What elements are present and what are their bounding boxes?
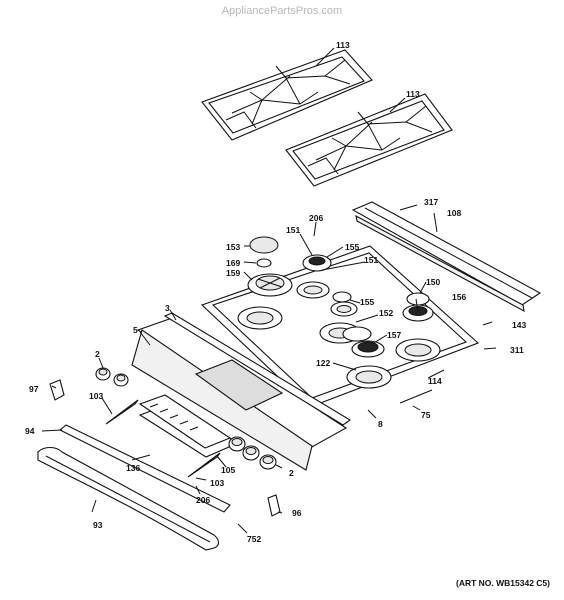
rod-75[interactable] — [399, 389, 433, 404]
knob-right-1[interactable] — [228, 436, 246, 452]
callout-317: 317 — [424, 197, 438, 207]
callout-151-top: 151 — [286, 225, 300, 235]
callout-103-upper: 103 — [89, 391, 103, 401]
trim-strip-3[interactable] — [163, 312, 352, 426]
grate-right[interactable] — [285, 93, 453, 187]
burner-cap-153[interactable] — [249, 236, 279, 254]
callout-3: 3 — [165, 303, 170, 313]
knob-right-2[interactable] — [242, 445, 260, 461]
callout-206-top: 206 — [309, 213, 323, 223]
callout-155-top: 155 — [345, 242, 359, 252]
callout-311: 311 — [510, 345, 524, 355]
leader-lines — [41, 47, 497, 534]
touch-panel[interactable] — [138, 394, 232, 449]
knob-left-1[interactable] — [95, 367, 111, 381]
burner-center-rear[interactable] — [296, 281, 330, 299]
burner-head-169[interactable] — [256, 258, 272, 268]
callout-169: 169 — [226, 258, 240, 268]
callout-75: 75 — [421, 410, 431, 420]
bracket-103-lower[interactable] — [187, 452, 221, 478]
callout-8: 8 — [378, 419, 383, 429]
callout-136: 136 — [126, 463, 140, 473]
rear-trim[interactable] — [351, 201, 542, 313]
burner-front-center[interactable] — [346, 365, 392, 389]
callout-113-lower: 113 — [406, 89, 420, 99]
burner-center-cap[interactable] — [342, 326, 372, 342]
callout-113-upper: 113 — [336, 40, 350, 50]
callout-93: 93 — [93, 520, 103, 530]
burner-rear-left[interactable] — [247, 273, 293, 297]
art-number: (ART NO. WB15342 C5) — [456, 578, 550, 588]
callout-143: 143 — [512, 320, 526, 330]
burner-right-mid[interactable] — [351, 340, 385, 358]
callout-96: 96 — [292, 508, 302, 518]
bracket-96[interactable] — [267, 494, 281, 517]
callout-2-upper: 2 — [95, 349, 100, 359]
front-trim-93[interactable] — [37, 446, 220, 551]
callout-122: 122 — [316, 358, 330, 368]
callout-156: 156 — [452, 292, 466, 302]
burner-rear-mid[interactable] — [302, 254, 332, 272]
knob-right-3[interactable] — [259, 454, 277, 470]
burner-right-rear[interactable] — [402, 304, 434, 322]
callout-108: 108 — [447, 208, 461, 218]
burner-cap-155[interactable] — [332, 291, 352, 303]
burner-right-front[interactable] — [395, 338, 441, 362]
callout-150: 150 — [426, 277, 440, 287]
bracket-103-upper[interactable] — [105, 399, 139, 425]
watermark: AppliancePartsPros.com — [221, 5, 343, 17]
callout-97: 97 — [29, 384, 39, 394]
burner-center[interactable] — [330, 301, 358, 317]
callout-2-lower: 2 — [289, 468, 294, 478]
knob-left-2[interactable] — [113, 373, 129, 387]
callout-157: 157 — [387, 330, 401, 340]
callout-151-mid: 151 — [364, 255, 378, 265]
callout-labels: 113 113 206 317 108 151 155 153 169 151 … — [25, 40, 526, 544]
grate-left[interactable] — [201, 49, 373, 141]
callout-152: 152 — [379, 308, 393, 318]
bracket-97[interactable] — [49, 379, 65, 401]
burner-front-left[interactable] — [237, 306, 283, 330]
callout-752: 752 — [247, 534, 261, 544]
burner-cap-150[interactable] — [406, 292, 430, 306]
callout-5: 5 — [133, 325, 138, 335]
callout-155-mid: 155 — [360, 297, 374, 307]
front-trim-94[interactable] — [59, 424, 231, 513]
callout-114: 114 — [428, 376, 442, 386]
callout-94: 94 — [25, 426, 35, 436]
callout-103-lower: 103 — [210, 478, 224, 488]
callout-105: 105 — [221, 465, 235, 475]
callout-159: 159 — [226, 268, 240, 278]
callout-206-bottom: 206 — [196, 495, 210, 505]
callout-153: 153 — [226, 242, 240, 252]
